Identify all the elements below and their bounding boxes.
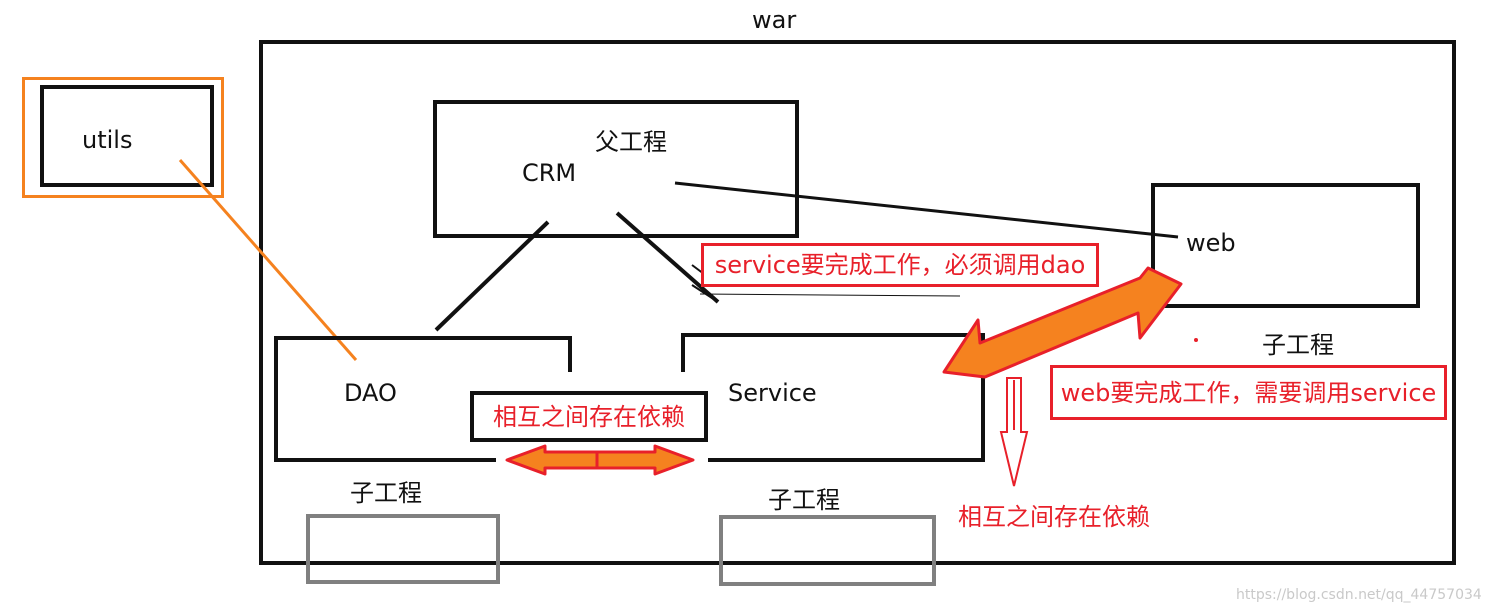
utils-label: utils [82,126,133,154]
dao-box-outline [274,336,572,462]
service-calls-dao-callout: service要完成工作，必须调用dao [701,243,1099,287]
crm-dao-line [434,220,550,332]
red-dot [1194,338,1198,342]
utils-box [40,85,214,187]
web-sub-label: 子工程 [1262,331,1334,359]
utils-highlight [22,77,224,198]
service-web-mutual-label: 相互之间存在依赖 [958,503,1150,531]
dao-placeholder-box [306,514,500,584]
dao-service-double-arrow [505,444,695,476]
crm-parent-label: 父工程 [595,128,667,156]
dao-label: DAO [344,379,397,407]
war-container [259,40,1456,565]
down-arrow [999,377,1029,487]
web-calls-service-callout: web要完成工作，需要调用service [1050,365,1447,420]
crm-name-label: CRM [522,159,577,187]
service-web-double-arrow [942,266,1183,379]
dao-sub-label: 子工程 [350,479,422,507]
crm-web-line [674,181,1179,239]
dao-service-mutual-callout: 相互之间存在依赖 [470,391,708,442]
service-box-outline [681,333,985,462]
watermark: https://blog.csdn.net/qq_44757034 [1236,587,1482,603]
service-placeholder-box [719,515,936,586]
hatch-mark-3 [699,293,961,297]
service-label: Service [728,379,817,407]
hatch-mark-2 [691,284,713,299]
web-box [1151,183,1420,308]
war-label: war [752,6,797,34]
utils-dao-line [178,159,358,361]
web-label: web [1186,229,1236,257]
crm-service-line [615,211,720,304]
crm-box [433,100,799,238]
service-sub-label: 子工程 [768,486,840,514]
